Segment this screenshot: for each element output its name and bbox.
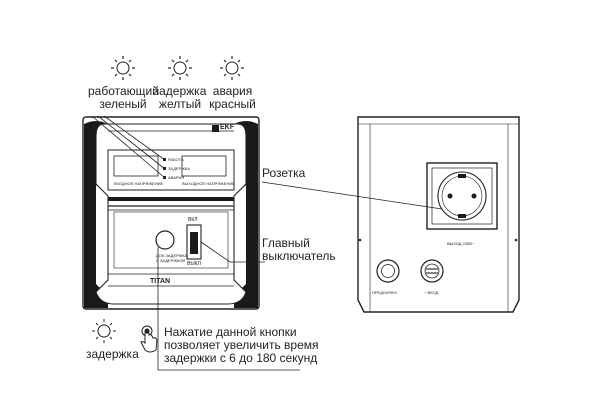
socket-callout: Розетка: [262, 166, 306, 180]
socket-leader-line: [261, 181, 443, 210]
note-leader-line: [157, 247, 300, 371]
main-switch-line2: выключатель: [262, 249, 336, 263]
note-line1: Нажатие данной кнопки: [164, 325, 297, 339]
led-label-delay: ЗАДЕРЖКА: [168, 166, 190, 171]
delay-button-callout: задержка: [86, 347, 139, 361]
brand-text: EKF: [220, 124, 234, 131]
main-switch-line1: Главный: [262, 236, 310, 250]
led-leader-lines: [91, 115, 166, 179]
delay-led-icon: [168, 56, 192, 80]
working-line2: зеленый: [99, 97, 147, 111]
main-switch-callout: Главный выключатель: [262, 237, 336, 263]
output-label: ВЫХОД 230В~: [447, 241, 475, 246]
alarm-line2: красный: [209, 97, 256, 111]
delay-note: Нажатие данной кнопки позволяет увеличит…: [164, 326, 319, 365]
model-label: TITAN: [150, 278, 171, 285]
working-indicator-label: работающий зеленый: [88, 84, 159, 111]
switch-leader-line: [200, 241, 265, 263]
switch-off-label: ВЫКЛ: [187, 261, 201, 267]
brand-mark-icon: [212, 124, 219, 132]
led-label-alarm: АВАРИЯ: [168, 175, 185, 180]
delay-caption-1: ДОЛ.ЗАДЕРЖКА: [156, 253, 188, 258]
output-voltage-label: ВЫХОДНОЕ НАПРЯЖЕНИЕ: [182, 181, 235, 186]
note-line2: позволяет увеличить время: [164, 338, 319, 352]
alarm-line1: авария: [212, 84, 253, 98]
alarm-led-icon: [220, 56, 244, 80]
note-line3: задержки с 6 до 180 секунд: [164, 351, 318, 365]
switch-on-label: ВКЛ: [188, 217, 198, 223]
fuse-label: ПРЕДОХРАН.: [372, 290, 398, 295]
brand-logo: EKF: [212, 124, 234, 132]
input-label: ~ ВХОД: [424, 290, 439, 295]
back-unit: [357, 116, 520, 313]
delay-indicator-label: задержка желтый: [150, 85, 210, 111]
led-label-work: РАБОТА: [168, 157, 184, 162]
delay-sun-icon: [92, 319, 116, 343]
press-hand-icon: [140, 325, 158, 353]
front-unit: [82, 116, 260, 310]
delay-line1: задержка: [153, 84, 207, 98]
delay-caption-2: С ЗАДЕРЖКОЙ: [156, 258, 186, 263]
working-led-icon: [111, 56, 135, 80]
input-voltage-label: ВХОДНОЕ НАПРЯЖЕНИЕ: [114, 181, 164, 186]
alarm-indicator-label: авария красный: [205, 85, 260, 111]
delay-line2: желтый: [158, 97, 202, 111]
working-line1: работающий: [88, 84, 159, 98]
